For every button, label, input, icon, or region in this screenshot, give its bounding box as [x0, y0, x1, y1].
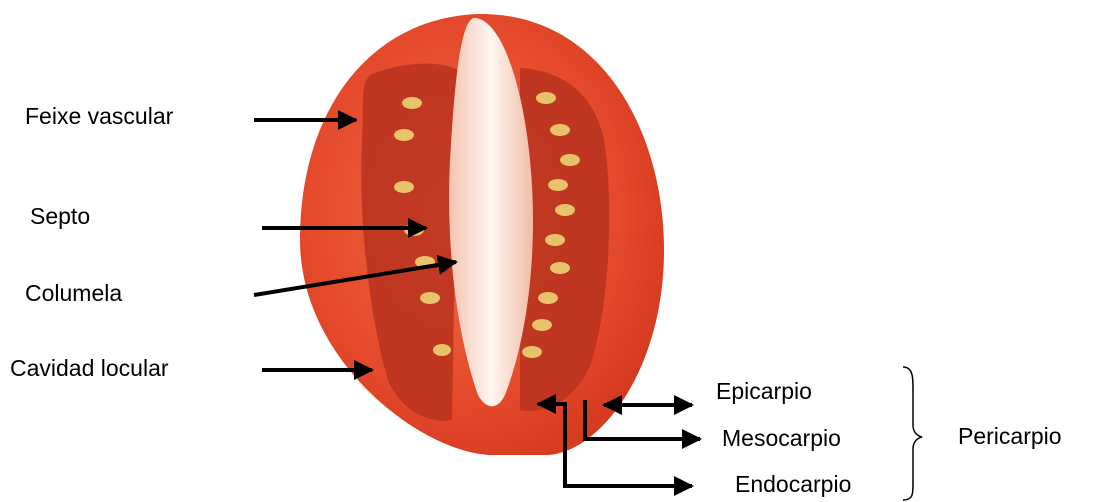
- label-mesocarpio: Mesocarpio: [722, 427, 841, 450]
- label-cavidad-locular: Cavidad locular: [10, 357, 169, 380]
- label-columela: Columela: [25, 282, 122, 305]
- pericarpio-brace: [903, 367, 922, 500]
- label-endocarpio: Endocarpio: [735, 473, 851, 496]
- label-epicarpio: Epicarpio: [716, 380, 812, 403]
- label-feixe-vascular: Feixe vascular: [25, 105, 173, 128]
- tomato: [300, 14, 664, 455]
- label-septo: Septo: [30, 205, 90, 228]
- label-pericarpio: Pericarpio: [958, 425, 1062, 448]
